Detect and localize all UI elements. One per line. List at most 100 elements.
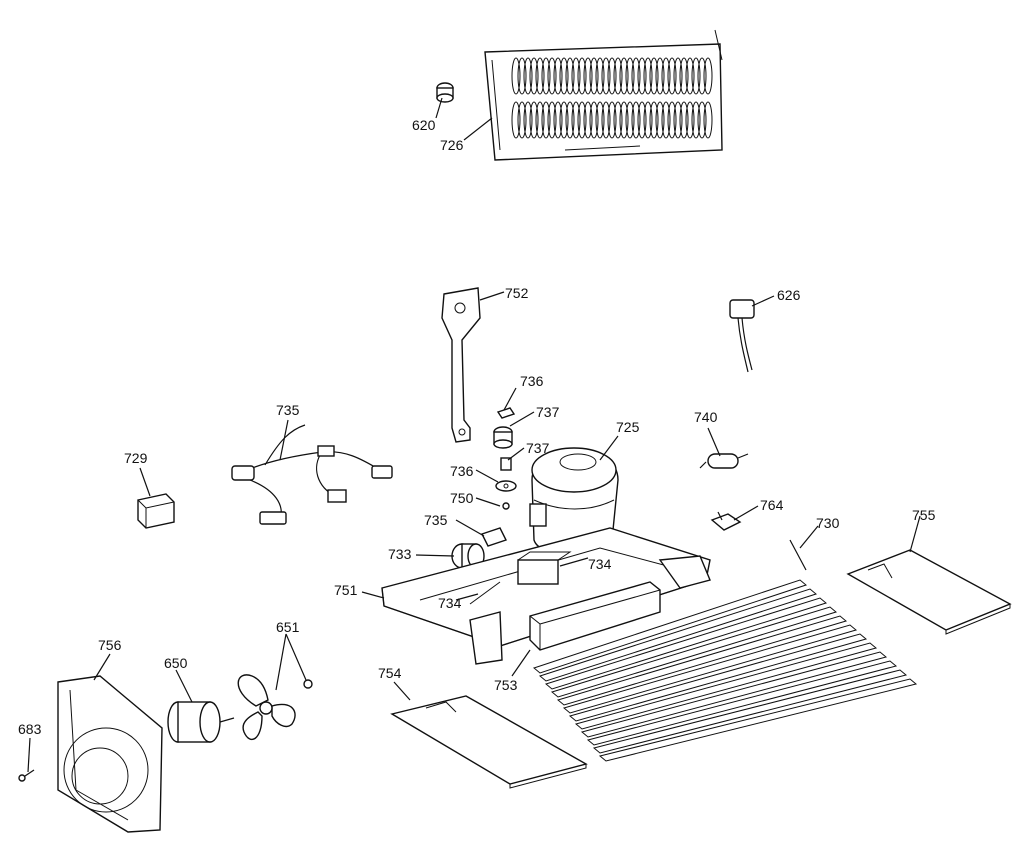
coil-loop: [535, 101, 545, 139]
coil-loop: [529, 57, 539, 95]
coil-loop: [565, 101, 575, 139]
coil-loop: [703, 57, 713, 95]
coil-loop: [655, 101, 665, 139]
coil-loop: [601, 57, 611, 95]
screw-683: [18, 769, 35, 782]
coil-loop: [589, 101, 599, 139]
coil-loop: [541, 101, 551, 139]
label-735-cover: 735: [424, 512, 448, 528]
label-736-top: 736: [520, 373, 544, 389]
coil-loop: [691, 57, 701, 95]
compressor-725: [529, 447, 619, 567]
label-737-top: 737: [536, 404, 560, 420]
thermostat-626: [729, 299, 755, 373]
condenser-tube: [598, 678, 918, 762]
coil-loop: [655, 57, 665, 95]
coil-loop: [517, 101, 527, 139]
label-620: 620: [412, 117, 436, 133]
coil-loop: [637, 57, 647, 95]
coil-loop: [577, 57, 587, 95]
coil-loop: [685, 57, 695, 95]
coil-loop: [685, 101, 695, 139]
condenser-tube: [562, 624, 858, 714]
coil-loop: [517, 57, 527, 95]
mounts-734: [469, 551, 572, 605]
coil-loop: [613, 57, 623, 95]
base-pan-751: [381, 527, 711, 665]
grommets-736-737: [493, 407, 517, 510]
label-737-bottom: 737: [526, 440, 550, 456]
coil-loop: [523, 57, 533, 95]
label-733: 733: [388, 546, 412, 562]
condenser-tube: [568, 633, 868, 722]
label-740: 740: [694, 409, 718, 425]
coil-loop: [637, 101, 647, 139]
coil-loop: [571, 101, 581, 139]
coil-loop: [523, 101, 533, 139]
coil-loop: [643, 101, 653, 139]
condenser-tube: [574, 642, 878, 730]
coil-loop: [541, 57, 551, 95]
coil-loop: [631, 101, 641, 139]
label-626: 626: [777, 287, 801, 303]
label-764: 764: [760, 497, 784, 513]
coil-loop: [619, 101, 629, 139]
coil-loop: [619, 57, 629, 95]
label-754: 754: [378, 665, 402, 681]
overload-740: [699, 453, 749, 469]
condenser-tube: [544, 597, 828, 690]
coil-loop: [673, 101, 683, 139]
coil-loop: [649, 101, 659, 139]
coil-loop: [583, 101, 593, 139]
coil-loop: [607, 57, 617, 95]
label-752: 752: [505, 285, 529, 301]
coil-loop: [589, 57, 599, 95]
insulation-753: [529, 581, 661, 651]
label-750: 750: [450, 490, 474, 506]
leader-lines: [27, 97, 921, 773]
coil-loop: [535, 57, 545, 95]
coil-loop: [697, 57, 707, 95]
coil-loop: [667, 57, 677, 95]
coil-loop: [595, 101, 605, 139]
bracket-752: [441, 287, 481, 443]
coil-loop: [571, 57, 581, 95]
coil-loop: [595, 57, 605, 95]
evaporator-726: [484, 29, 723, 161]
label-725: 725: [616, 419, 640, 435]
label-726: 726: [440, 137, 464, 153]
coil-loop: [547, 101, 557, 139]
coil-loop: [679, 57, 689, 95]
condenser-tube: [556, 615, 848, 706]
coil-loop: [511, 57, 521, 95]
condenser-tube: [538, 588, 818, 682]
coil-loop: [691, 101, 701, 139]
clip-764: [710, 511, 742, 531]
fan-blade-651: [237, 674, 313, 741]
label-755: 755: [912, 507, 936, 523]
coil-loop: [553, 101, 563, 139]
pad-755: [846, 549, 1012, 635]
coil-loop: [583, 57, 593, 95]
label-736-bottom: 736: [450, 463, 474, 479]
coil-loop: [601, 101, 611, 139]
coil-loop: [625, 57, 635, 95]
coil-loop: [577, 101, 587, 139]
condenser-tube: [592, 669, 908, 754]
coil-loop: [697, 101, 707, 139]
coil-loop: [613, 101, 623, 139]
condenser-tube: [532, 579, 808, 674]
coil-loop: [607, 101, 617, 139]
coil-loop: [511, 101, 521, 139]
coil-loop: [661, 101, 671, 139]
label-735-harness: 735: [276, 402, 300, 418]
coil-loop: [643, 57, 653, 95]
condenser-tube: [586, 660, 898, 746]
label-729: 729: [124, 450, 148, 466]
fan-shroud-756: [57, 675, 163, 833]
coil-loop: [529, 101, 539, 139]
coil-loop: [625, 101, 635, 139]
wire-harness-735: [231, 424, 393, 525]
coil-loop: [559, 101, 569, 139]
